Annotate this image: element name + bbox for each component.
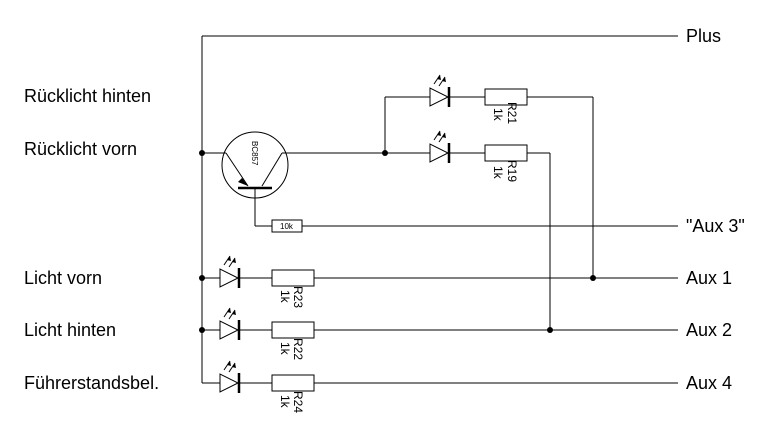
label-aux3: "Aux 3" [686, 216, 745, 236]
junction-dot [590, 275, 596, 281]
resistor-r21-value: 1k [491, 108, 505, 122]
resistor-r23: R23 1k [271, 269, 315, 308]
junction-dot [199, 150, 205, 156]
resistor-r24-name: R24 [291, 391, 305, 413]
label-aux4: Aux 4 [686, 373, 732, 393]
resistor-r19-name: R19 [505, 160, 519, 182]
resistor-r21-name: R21 [505, 102, 519, 124]
wires [201, 35, 678, 384]
led-licht-hinten [218, 306, 241, 342]
resistor-r19: R19 1k [484, 144, 528, 182]
junction-dot [199, 275, 205, 281]
resistor-r19-value: 1k [491, 166, 505, 180]
resistor-r23-name: R23 [291, 286, 305, 308]
resistor-r22: R22 1k [271, 321, 315, 360]
label-ruecklicht-hinten: Rücklicht hinten [24, 86, 151, 106]
junction-dot [547, 327, 553, 333]
junctions [199, 150, 596, 333]
transistor-label: BC857 [250, 141, 259, 166]
transistor-bc857: BC857 [221, 131, 289, 199]
led-fuehrerstand [218, 359, 241, 395]
led-licht-vorn [218, 254, 241, 290]
labels: Plus Rücklicht hinten Rücklicht vorn "Au… [24, 26, 745, 393]
label-licht-vorn: Licht vorn [24, 268, 102, 288]
resistor-r22-value: 1k [278, 342, 292, 356]
resistor-r24-value: 1k [278, 395, 292, 409]
label-licht-hinten: Licht hinten [24, 320, 116, 340]
junction-dot [382, 150, 388, 156]
resistor-10k-label: 10k [280, 222, 294, 231]
label-aux2: Aux 2 [686, 320, 732, 340]
resistor-10k: 10k [271, 219, 303, 233]
resistor-r22-name: R22 [291, 338, 305, 360]
resistor-r23-value: 1k [278, 290, 292, 304]
led-ruecklicht-vorn [428, 129, 451, 165]
label-aux1: Aux 1 [686, 268, 732, 288]
resistor-r24: R24 1k [271, 374, 315, 413]
resistor-r21: R21 1k [484, 88, 528, 124]
label-ruecklicht-vorn: Rücklicht vorn [24, 139, 137, 159]
label-fuehrerstand: Führerstandsbel. [24, 373, 159, 393]
label-plus: Plus [686, 26, 721, 46]
led-ruecklicht-hinten [428, 73, 451, 109]
junction-dot [199, 327, 205, 333]
